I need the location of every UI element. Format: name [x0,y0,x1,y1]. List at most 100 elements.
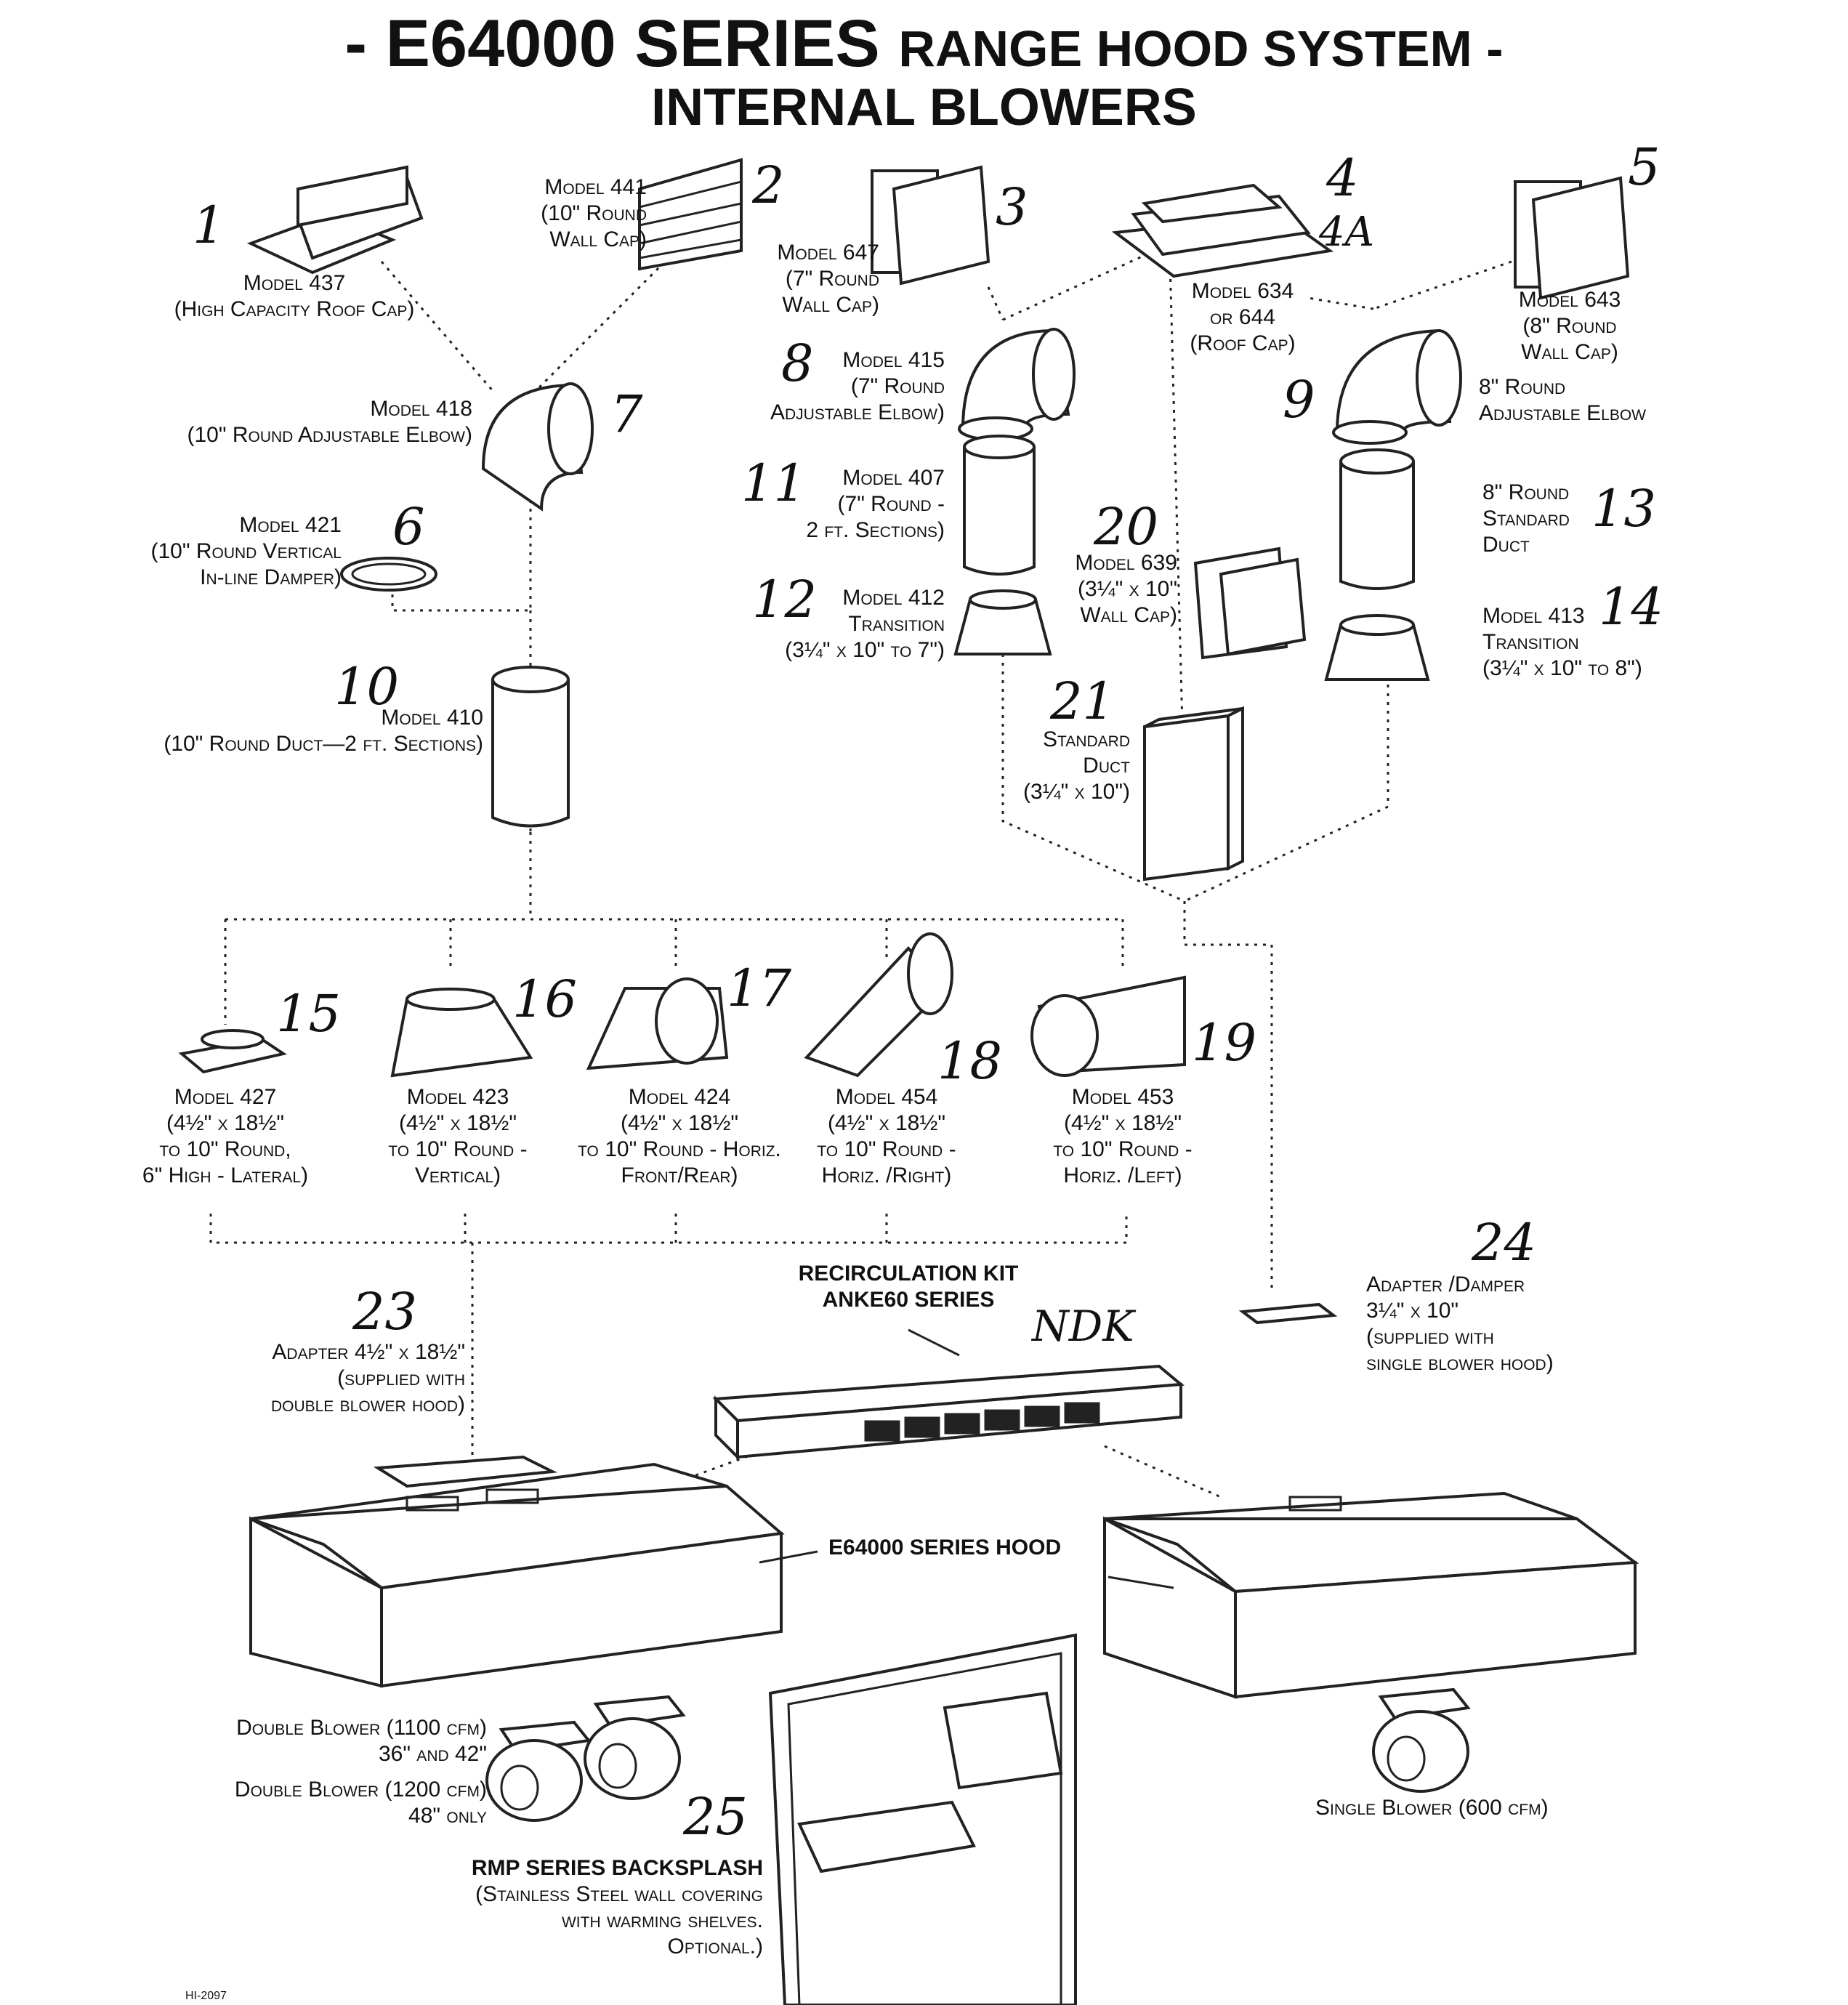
transition-423 [390,988,533,1078]
label-line: Front/Rear) [621,1163,738,1187]
hood-leader-left [759,1550,818,1564]
transition-453 [1030,975,1186,1077]
label-line: (8" Round [1522,314,1617,338]
recirculation-kit [712,1364,1185,1461]
duct-407 [963,435,1036,576]
part-number-13: 13 [1591,479,1657,538]
label-part-13: 8" Round Standard Duct [1482,480,1570,558]
label-line: Double Blower (1100 cfm) [236,1716,487,1740]
part-number-12: 12 [752,570,818,629]
label-part-21: Standard Duct (3¼" x 10") [1006,727,1130,805]
label-part-24: Adapter /Damper 3¼" x 10" (supplied with… [1366,1272,1554,1376]
label-line: (4½" x 18½" [1063,1111,1182,1135]
label-part-18: Model 454 (4½" x 18½" to 10" Round - Hor… [799,1084,974,1189]
label-line: Model 424 [628,1085,731,1109]
label-line: Model 412 [842,586,945,610]
part-number-10: 10 [334,657,400,717]
label-line: 48" only [408,1804,487,1828]
label-line: (3¼" x 10" [1077,577,1177,601]
label-line: Model 454 [835,1085,938,1109]
label-part-23: Adapter 4½" x 18½" (supplied with double… [240,1339,465,1418]
label-part-8: Model 415 (7" Round Adjustable Elbow) [727,347,945,426]
label-line: In-line Damper) [200,565,342,589]
label-line: (7" Round [850,374,945,398]
label-line: (10" Round Adjustable Elbow) [187,423,472,447]
label-part-4: Model 634 or 644 (Roof Cap) [1170,278,1315,357]
label-line: Wall Cap) [549,227,647,251]
adapter-23 [373,1455,558,1488]
transition-412 [953,589,1052,655]
label-line: Model 437 [243,271,346,295]
part-number-8: 8 [781,334,814,393]
label-part-16: Model 423 (4½" x 18½" to 10" Round - Ver… [356,1084,560,1189]
label-line: (10" Round Duct—2 ft. Sections) [164,732,483,756]
duct-8in [1339,448,1415,590]
label-line: 6" High - Lateral) [142,1163,309,1187]
elbow-418 [481,382,594,512]
label-line: 3¼" x 10" [1366,1299,1459,1323]
label-line: Adapter 4½" x 18½" [272,1340,465,1364]
label-line: Wall Cap) [782,293,879,317]
elbow-8in [1332,328,1462,445]
label-line: 2 ft. Sections) [806,518,945,542]
backsplash-title: RMP SERIES BACKSPLASH [471,1856,763,1880]
label-double-blower-1: Double Blower (1100 cfm) 36" and 42" [182,1715,487,1767]
part-number-19: 19 [1192,1013,1257,1073]
label-backsplash: RMP SERIES BACKSPLASH (Stainless Steel w… [400,1855,763,1960]
label-part-14: Model 413 Transition (3¼" x 10" to 8") [1482,603,1642,682]
standard-duct [1143,706,1244,882]
label-part-1: Model 437 (High Capacity Roof Cap) [156,270,432,323]
transition-427 [178,1029,287,1074]
wall-cap-647 [871,165,990,286]
label-line: Transition [1482,630,1579,654]
label-line: Wall Cap) [1080,603,1177,627]
label-line: (3¼" x 10" to 7") [785,638,945,662]
wall-cap-639 [1193,546,1307,660]
label-line: (4½" x 18½" [827,1111,946,1135]
part-number-20: 20 [1094,497,1159,557]
label-line: 36" and 42" [378,1742,487,1766]
label-line: (10" Round [541,201,647,225]
label-line: Model 453 [1071,1085,1174,1109]
title-part1: - E64000 SERIES [344,7,880,81]
label-line: (4½" x 18½" [620,1111,739,1135]
label-line: Vertical) [414,1163,501,1187]
label-double-blower-2: Double Blower (1200 cfm) 48" only [182,1777,487,1829]
damper-421 [340,557,437,592]
part-number-5: 5 [1628,137,1661,197]
label-line: to 10" Round - Horiz. [578,1137,781,1161]
label-line: Double Blower (1200 cfm) [234,1778,487,1802]
label-line: Model 415 [842,348,945,372]
label-line: Wall Cap) [1521,340,1618,364]
recirc-line2: ANKE60 SERIES [822,1288,995,1312]
label-part-9: 8" Round Adjustable Elbow [1479,374,1646,427]
label-line: Model 639 [1075,551,1177,575]
duct-410 [491,666,570,828]
label-line: Model 418 [370,397,472,421]
label-part-2: Model 441 (10" Round Wall Cap) [501,174,647,253]
part-number-21: 21 [1050,671,1115,731]
label-part-15: Model 427 (4½" x 18½" to 10" Round, 6" H… [116,1084,334,1189]
label-line: (Roof Cap) [1190,331,1296,355]
label-line: with warming shelves. [561,1908,763,1932]
label-line: (4½" x 18½" [398,1111,517,1135]
title-part2: RANGE HOOD SYSTEM - [898,20,1504,77]
recirc-line1: RECIRCULATION KIT [798,1262,1019,1286]
label-part-17: Model 424 (4½" x 18½" to 10" Round - Hor… [560,1084,799,1189]
blower-double-1 [485,1720,592,1822]
drawing-code: HI-2097 [185,1990,227,2002]
label-line: or 644 [1210,305,1275,329]
label-part-7: Model 418 (10" Round Adjustable Elbow) [131,396,472,448]
recirc-handwritten: NDK [1032,1302,1134,1351]
hood-single [1103,1491,1639,1699]
label-line: Adjustable Elbow [1479,401,1647,425]
label-line: (3¼" x 10") [1022,780,1130,804]
part-number-9: 9 [1283,370,1315,429]
label-line: Duct [1083,754,1130,778]
label-line: (supplied with [337,1366,465,1390]
part-number-11: 11 [741,453,807,513]
label-line: to 10" Round, [159,1137,291,1161]
elbow-415 [958,328,1076,441]
label-part-6: Model 421 (10" Round Vertical In-line Da… [116,512,342,591]
